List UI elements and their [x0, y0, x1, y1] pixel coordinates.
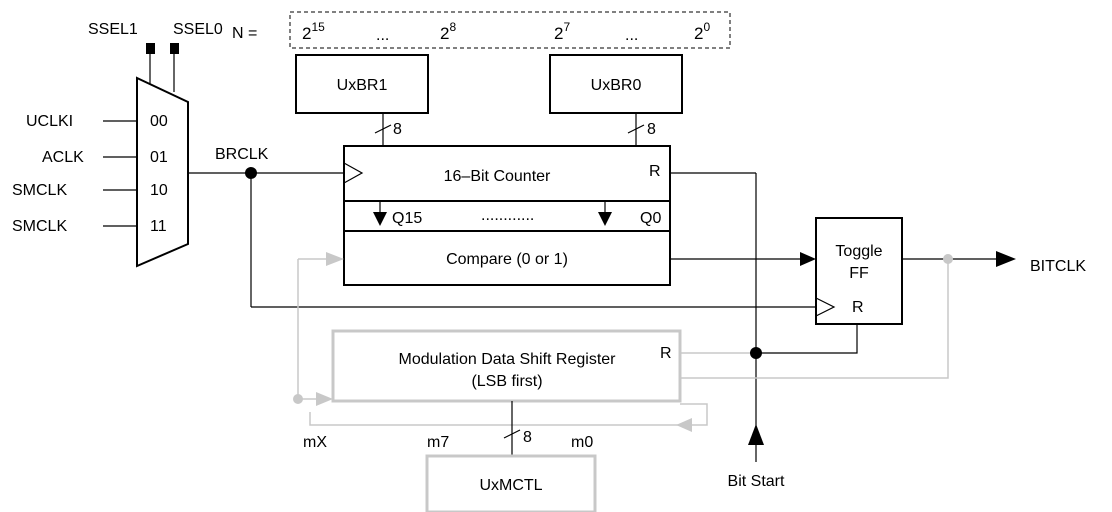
- uxbr1-bus-width: 8: [393, 121, 402, 138]
- toggle-ff: [815, 217, 903, 325]
- mux-input-code: 00: [150, 113, 168, 130]
- uxbr0-bus-width: 8: [647, 121, 656, 138]
- uxbr0-label: UxBR0: [591, 77, 642, 94]
- shift-path-arrow: [676, 418, 692, 432]
- mux-input-label: SMCLK: [12, 218, 67, 235]
- compare-label: Compare (0 or 1): [446, 251, 568, 268]
- toggle-reset-label: R: [852, 299, 864, 316]
- compare-to-toggle-arrow: [800, 252, 816, 266]
- n-bit0: 20: [694, 20, 710, 43]
- n-field-box: [289, 11, 731, 49]
- bitclk-arrow: [996, 251, 1016, 267]
- ssel1-label: SSEL1: [88, 21, 138, 38]
- compare-block: [343, 230, 671, 286]
- modulation-shift-register: [331, 329, 682, 403]
- uxbr1-register: [295, 54, 429, 114]
- bit-start-arrow: [748, 424, 764, 445]
- bitclk-label: BITCLK: [1030, 258, 1086, 275]
- m0-label: m0: [571, 434, 593, 451]
- mux-input-label: UCLKI: [26, 113, 73, 130]
- mx-label: mX: [303, 434, 327, 451]
- shift-register-line1: Modulation Data Shift Register: [399, 351, 617, 368]
- mx-to-shift-arrow: [316, 392, 333, 406]
- n-equals-label: N =: [232, 25, 257, 42]
- uxbr0-register: [549, 54, 683, 114]
- toggle-line1: Toggle: [835, 243, 882, 260]
- mux-input-code: 01: [150, 149, 168, 166]
- shift-register-reset-label: R: [660, 345, 672, 362]
- mx-to-compare-arrow: [326, 252, 344, 266]
- mux-input-label: ACLK: [42, 149, 84, 166]
- n-dots-low: ...: [625, 27, 638, 44]
- q0-arrow: [598, 212, 612, 226]
- counter-reset-label: R: [649, 163, 661, 180]
- uxmctl-register: [425, 454, 597, 512]
- uxbr1-label: UxBR1: [337, 77, 388, 94]
- mux-input-label: SMCLK: [12, 182, 67, 199]
- q15-arrow: [373, 212, 387, 226]
- n-dots-high: ...: [376, 27, 389, 44]
- toggle-line2: FF: [849, 265, 869, 282]
- mux-input-code: 10: [150, 182, 168, 199]
- brclk-label: BRCLK: [215, 146, 269, 163]
- q15-label: Q15: [392, 210, 422, 227]
- n-bit15: 215: [302, 20, 325, 43]
- counter-label: 16–Bit Counter: [444, 168, 551, 185]
- n-bit8: 28: [440, 20, 456, 43]
- uxmctl-label: UxMCTL: [479, 477, 542, 494]
- q0-label: Q0: [640, 210, 661, 227]
- shift-register-line2: (LSB first): [471, 373, 542, 390]
- ssel1-pin: [146, 43, 155, 54]
- ssel0-pin: [170, 43, 179, 54]
- n-bit7: 27: [554, 20, 570, 43]
- q-dots: ............: [481, 207, 534, 224]
- uxmctl-bus-width: 8: [523, 429, 532, 446]
- mux-input-code: 11: [150, 218, 167, 235]
- bit-start-label: Bit Start: [728, 473, 785, 490]
- m7-label: m7: [427, 434, 449, 451]
- clock-mux: [136, 76, 189, 268]
- ssel0-label: SSEL0: [173, 21, 223, 38]
- mux-inputs: UCLKI 00 ACLK 01 SMCLK 10 SMCLK 11: [12, 113, 168, 235]
